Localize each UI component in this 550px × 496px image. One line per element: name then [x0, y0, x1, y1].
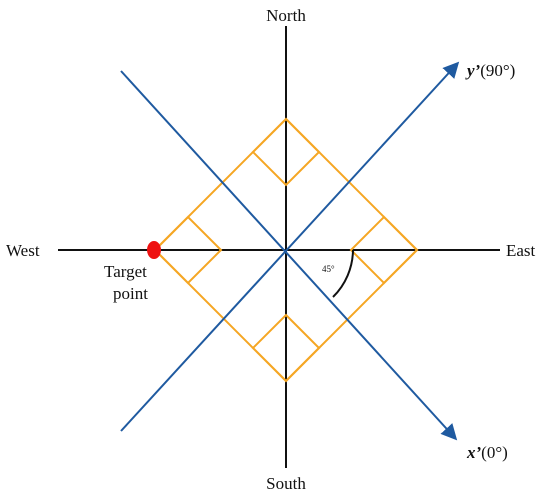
target-label-line2: point	[113, 284, 148, 303]
x-prime-angle: (0°)	[481, 443, 508, 462]
angle-arc	[332, 249, 354, 298]
east-label: East	[506, 241, 536, 260]
rotated-axes	[120, 61, 460, 441]
bottom-small-diamond	[251, 313, 321, 383]
y-prime-name: y’	[465, 61, 481, 80]
west-label: West	[6, 241, 40, 260]
top-small-diamond	[251, 117, 321, 187]
y-prime-label: y’(90°)	[465, 61, 515, 80]
south-label: South	[266, 474, 306, 493]
target-label-line1: Target	[104, 262, 147, 281]
x-prime-label: x’(0°)	[466, 443, 508, 462]
orange-pattern	[153, 117, 419, 383]
north-label: North	[266, 6, 306, 25]
y-prime-axis	[120, 61, 460, 432]
right-small-diamond	[349, 215, 419, 285]
x-prime-axis	[120, 70, 458, 441]
angle-label: 45°	[322, 264, 335, 274]
x-prime-name: x’	[466, 443, 482, 462]
y-prime-angle: (90°)	[480, 61, 515, 80]
left-small-diamond	[153, 215, 223, 285]
compass-cross	[58, 26, 500, 468]
target-point	[147, 241, 161, 259]
